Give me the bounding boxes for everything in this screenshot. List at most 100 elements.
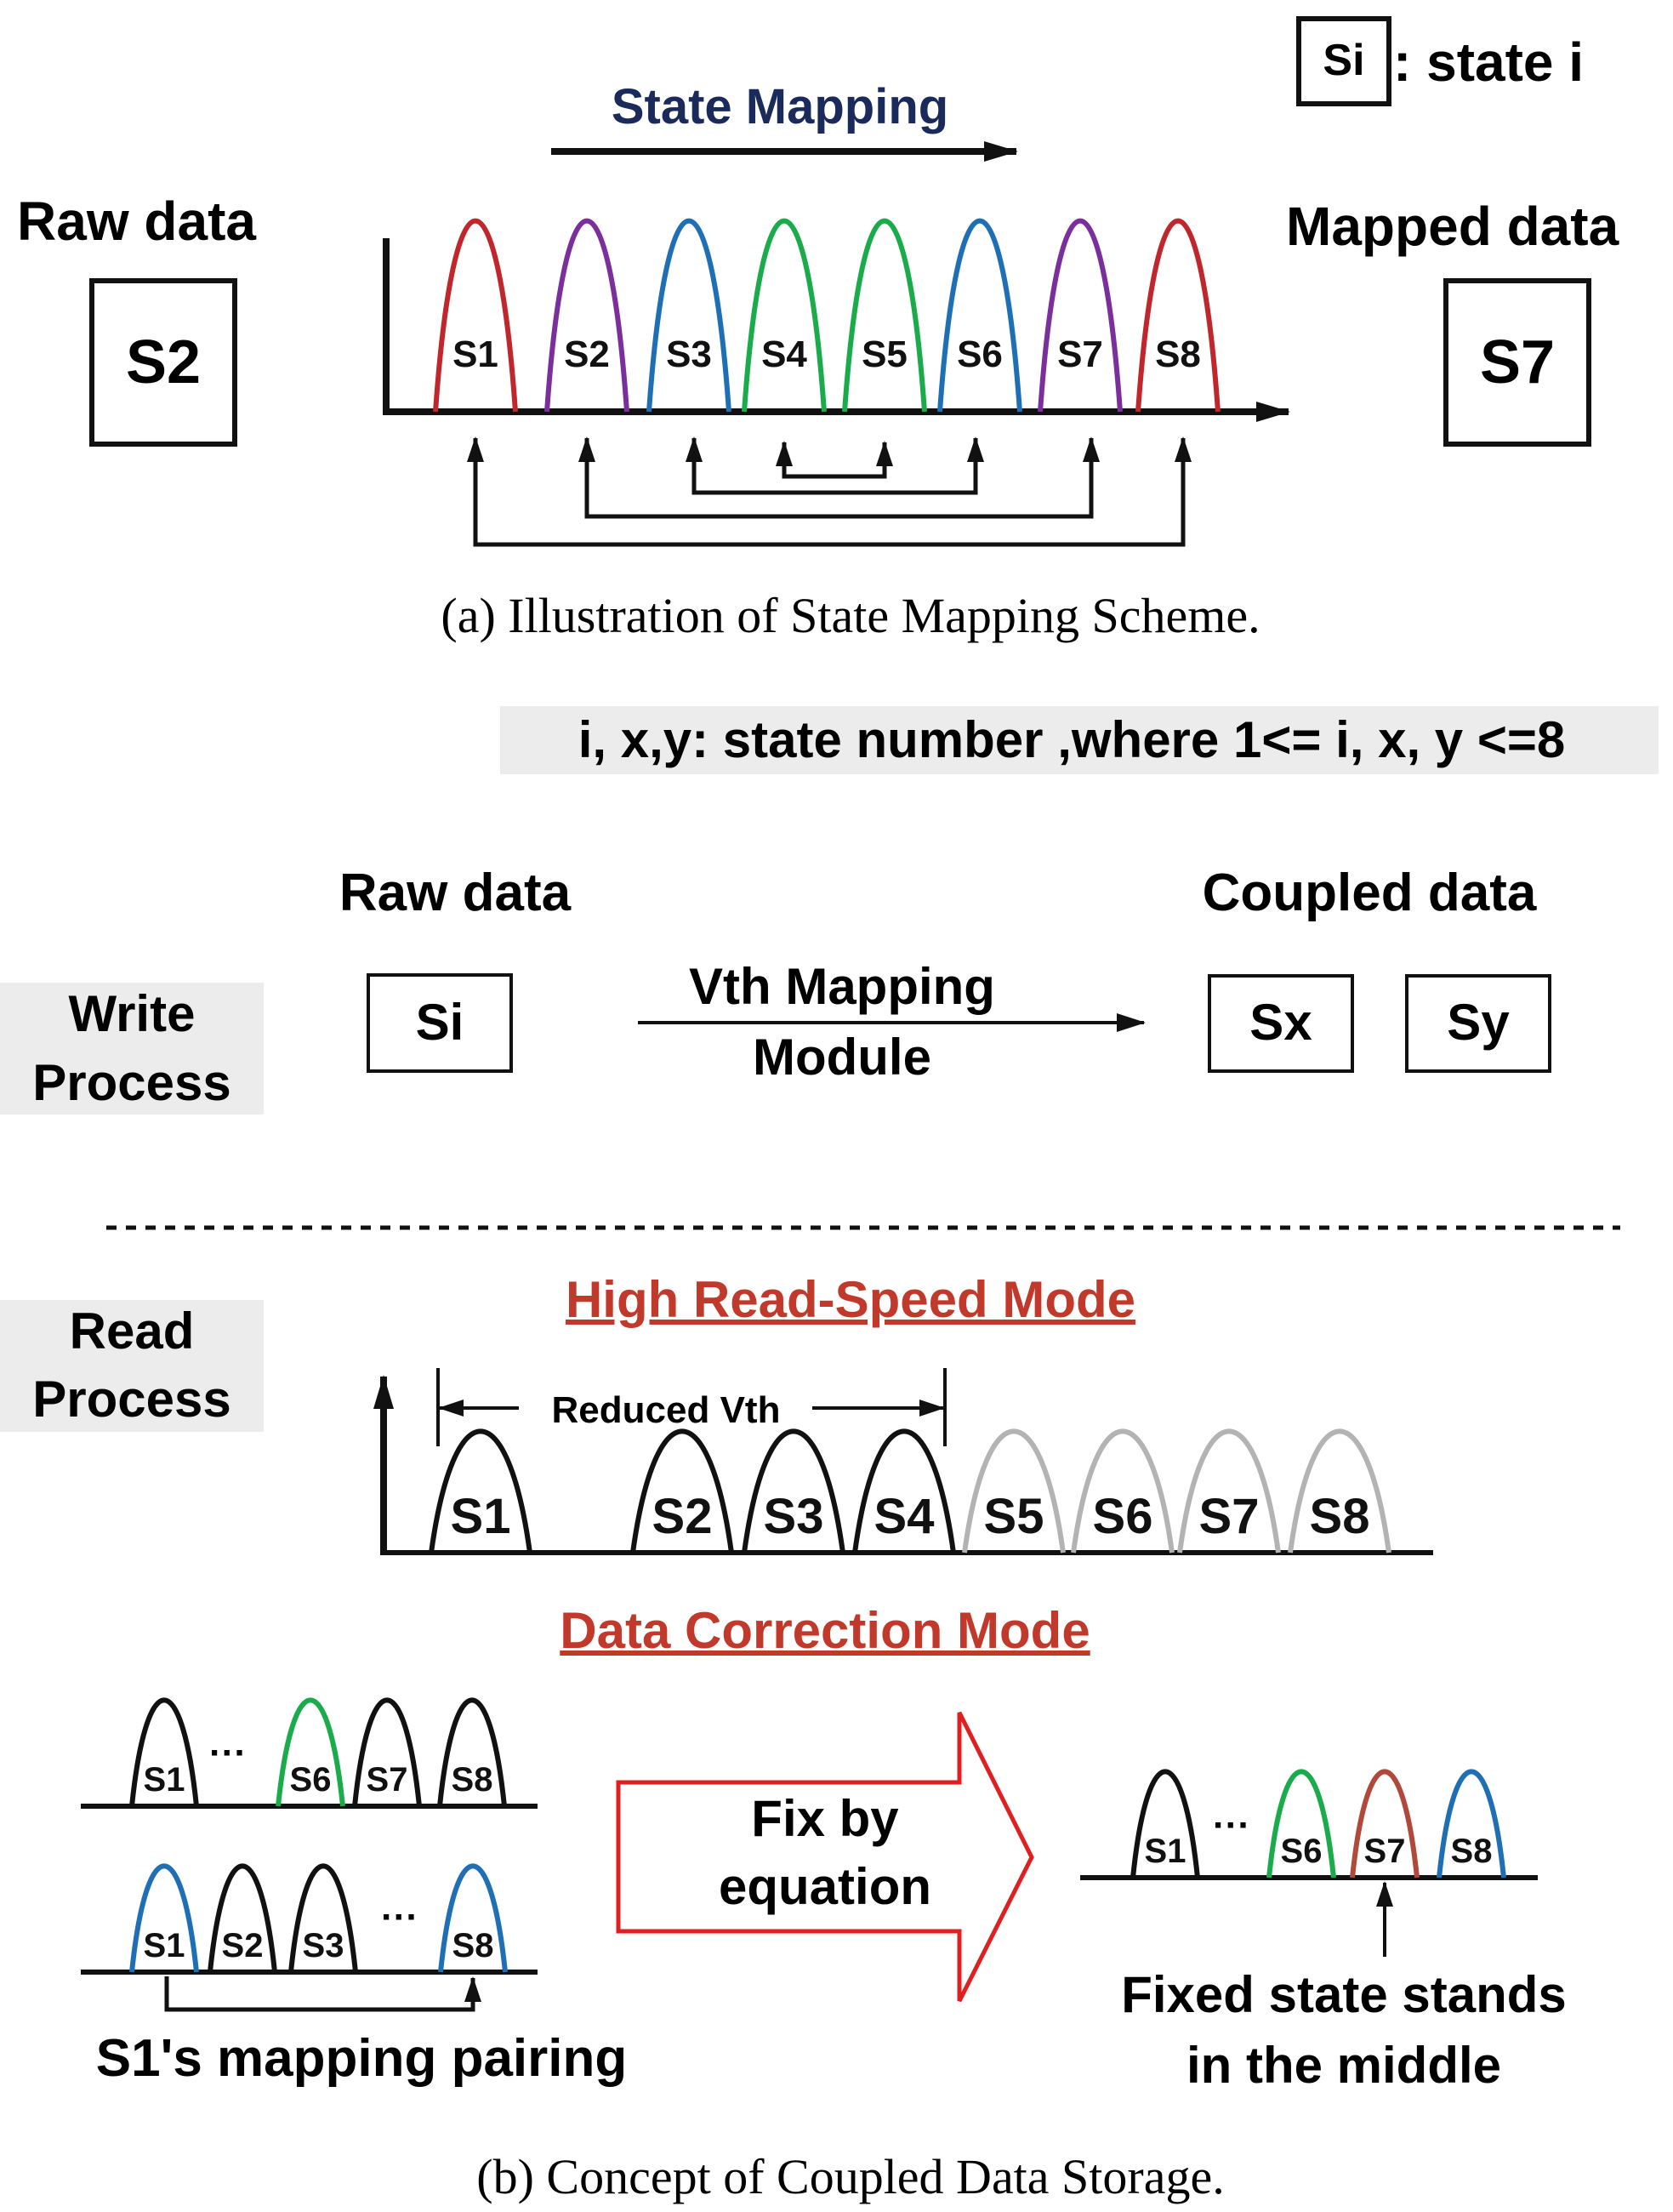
- row2-s3-curve: [288, 1863, 358, 1973]
- state-distributions-high-speed: S1 S2 S3 S4 S5 S6 S7 S8: [429, 1428, 1391, 1554]
- hs-state-s6-label: S6: [1093, 1489, 1153, 1544]
- result-s8-label: S8: [1451, 1833, 1493, 1870]
- caption-b: (b) Concept of Coupled Data Storage.: [476, 2149, 1224, 2204]
- row1-s8-curve: [437, 1697, 507, 1807]
- state-s5-curve: [842, 218, 927, 413]
- raw-si-label: Si: [416, 994, 464, 1051]
- caption-a: (a) Illustration of State Mapping Scheme…: [441, 588, 1260, 643]
- state-s2-curve: [544, 218, 629, 413]
- fix-by-equation-line2: equation: [719, 1858, 931, 1915]
- high-read-speed-title: High Read-Speed Mode: [566, 1271, 1135, 1328]
- part-b: i, x,y: state number ,where 1<= i, x, y …: [0, 706, 1659, 2204]
- row1-s8-label: S8: [452, 1761, 493, 1799]
- legend-text: : state i: [1393, 31, 1584, 93]
- pairing-label: S1's mapping pairing: [96, 2029, 628, 2088]
- state-s6-label: S6: [957, 334, 1003, 375]
- state-s7-label: S7: [1057, 334, 1103, 375]
- row2-s1-label: S1: [144, 1927, 185, 1964]
- part-a: State Mapping Raw data S2 Mapped data S7…: [17, 79, 1619, 643]
- row1-ellipsis: ···: [209, 1732, 247, 1774]
- fix-by-equation-arrow: [616, 1711, 1034, 2003]
- pair-s4-s5: [782, 441, 893, 479]
- hs-state-s5-label: S5: [984, 1489, 1044, 1544]
- result-s6-label: S6: [1281, 1833, 1323, 1870]
- coupled-sx-label: Sx: [1249, 994, 1312, 1051]
- row1-s1-label: S1: [144, 1761, 185, 1799]
- coupled-sx-box: [1208, 974, 1354, 1073]
- write-process-line1: Write: [69, 985, 196, 1042]
- hs-state-s4-label: S4: [874, 1489, 935, 1544]
- state-s4-label: S4: [761, 334, 807, 375]
- hs-state-s7-label: S7: [1199, 1489, 1260, 1544]
- legend-box: [1296, 16, 1391, 106]
- reduced-vth-label: Reduced Vth: [552, 1389, 781, 1431]
- row1-s7-curve: [352, 1697, 422, 1807]
- state-s8-label: S8: [1155, 334, 1201, 375]
- row2-s8-curve: [438, 1863, 508, 1973]
- hs-state-s2-curve: [630, 1428, 734, 1554]
- hs-state-s3-curve: [742, 1428, 845, 1554]
- row1-s6-label: S6: [290, 1761, 332, 1799]
- state-mapping-label: State Mapping: [612, 79, 948, 134]
- raw-data-title-a: Raw data: [17, 191, 256, 252]
- hs-state-s3-label: S3: [764, 1489, 824, 1544]
- hs-state-s1-label: S1: [451, 1489, 511, 1544]
- read-process-line1: Read: [70, 1303, 195, 1360]
- row2-s8-label: S8: [452, 1927, 494, 1964]
- row1-s7-label: S7: [367, 1761, 408, 1799]
- write-process-background: [0, 983, 264, 1115]
- s1-s8-pairing-connector: [164, 1976, 481, 2012]
- state-s3-curve: [646, 218, 731, 413]
- coupled-sy-box: [1405, 974, 1551, 1073]
- hs-state-s5-curve: [962, 1428, 1066, 1554]
- data-correction-title: Data Correction Mode: [560, 1602, 1090, 1659]
- row1-s6-curve: [276, 1697, 345, 1807]
- result-s1-label: S1: [1145, 1833, 1186, 1870]
- coupled-data-title: Coupled data: [1203, 864, 1537, 922]
- mapped-data-value: S7: [1480, 328, 1555, 396]
- write-process-line2: Process: [32, 1054, 231, 1111]
- raw-si-box: [367, 973, 513, 1073]
- pairing-connectors-a: [467, 436, 1192, 547]
- state-s2-label: S2: [564, 334, 610, 375]
- note-text: i, x,y: state number ,where 1<= i, x, y …: [578, 711, 1566, 768]
- hs-state-s6-curve: [1071, 1428, 1175, 1554]
- vth-mapping-module-line1: Vth Mapping: [689, 958, 995, 1015]
- result-s1-curve: [1130, 1769, 1200, 1878]
- row2-s1-curve: [129, 1863, 199, 1973]
- raw-data-title-b: Raw data: [339, 864, 572, 922]
- state-s1-curve: [433, 218, 518, 413]
- row2-ellipsis: ···: [381, 1896, 418, 1938]
- hs-state-s7-curve: [1177, 1428, 1281, 1554]
- fixed-state-line2: in the middle: [1186, 2037, 1501, 2094]
- vth-mapping-module-line2: Module: [753, 1029, 931, 1086]
- state-s3-label: S3: [666, 334, 712, 375]
- read-process-background: [0, 1300, 264, 1432]
- result-s7-curve: [1350, 1769, 1420, 1878]
- row1-s1-curve: [129, 1697, 199, 1807]
- corrected-distributions: S1 S6 S7 S8: [1130, 1769, 1506, 1878]
- state-s8-curve: [1135, 218, 1221, 413]
- fix-by-equation-line1: Fix by: [751, 1790, 899, 1847]
- fixed-state-line1: Fixed state stands: [1121, 1966, 1567, 2023]
- raw-data-box-a: [89, 278, 237, 447]
- legend-box-label: Si: [1323, 36, 1364, 85]
- state-s7-curve: [1038, 218, 1123, 413]
- read-process-line2: Process: [32, 1371, 231, 1428]
- raw-data-value-a: S2: [126, 328, 201, 396]
- coupled-sy-label: Sy: [1447, 994, 1510, 1051]
- hs-state-s8-curve: [1288, 1428, 1391, 1554]
- result-s8-curve: [1437, 1769, 1506, 1878]
- mapped-data-title: Mapped data: [1286, 196, 1619, 257]
- hs-state-s8-label: S8: [1310, 1489, 1370, 1544]
- row2-s3-label: S3: [303, 1927, 344, 1964]
- hs-state-s1-curve: [429, 1428, 532, 1554]
- state-s6-curve: [937, 218, 1022, 413]
- result-s7-label: S7: [1364, 1833, 1406, 1870]
- row2-s2-curve: [208, 1863, 277, 1973]
- mapped-data-box: [1443, 278, 1591, 447]
- hs-state-s2-label: S2: [652, 1489, 713, 1544]
